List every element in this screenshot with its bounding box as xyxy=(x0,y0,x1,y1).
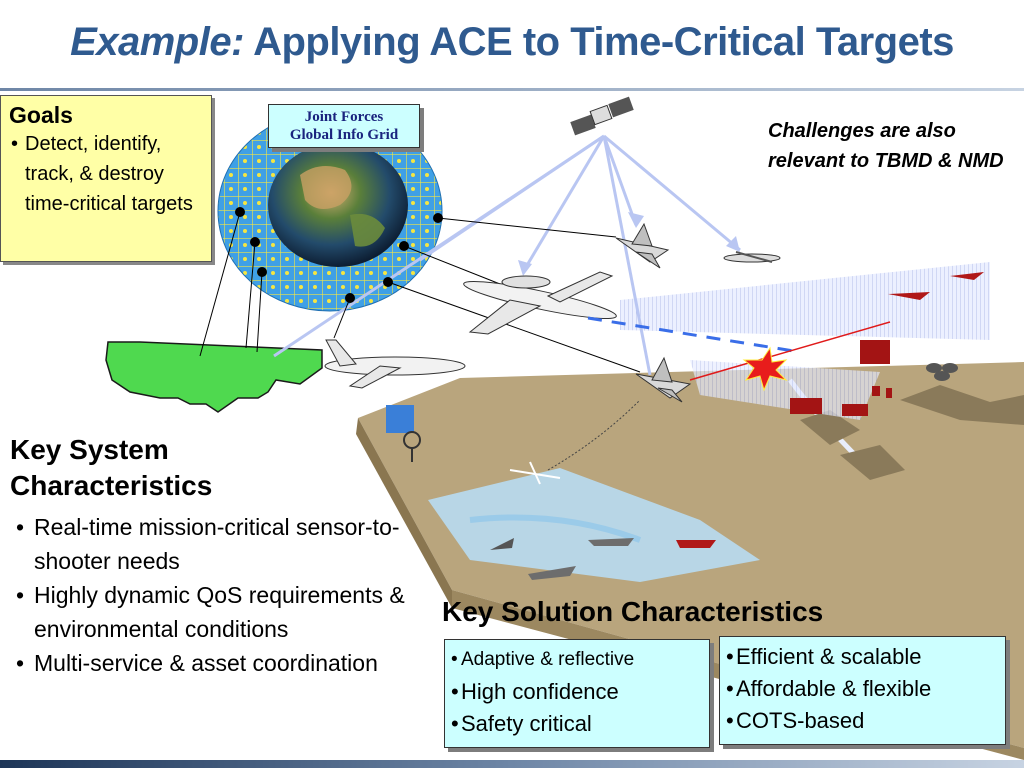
grid-label-line2: Global Info Grid xyxy=(289,127,399,143)
ground-links xyxy=(199,211,641,373)
page-title: Example: Applying ACE to Time-Critical T… xyxy=(0,20,1024,65)
solution-item: COTS-based xyxy=(726,705,999,737)
explosion-icon xyxy=(742,346,788,392)
radar-tower-icon xyxy=(386,405,421,462)
solution-item: Safety critical xyxy=(451,708,703,740)
tracking-line xyxy=(587,316,801,354)
solution-item: Adaptive & reflective xyxy=(451,644,703,676)
grid-label-line1: Joint Forces xyxy=(304,109,384,125)
ground-targets xyxy=(790,340,892,416)
fighter-jet-icon xyxy=(615,222,670,269)
key-system-item: Multi-service & asset coordination xyxy=(14,646,424,680)
footer-divider xyxy=(0,760,1024,768)
key-system-heading-line2: Characteristics xyxy=(10,470,213,501)
awacs-aircraft-icon xyxy=(463,271,617,335)
fuel-tanks xyxy=(926,363,958,381)
missile-trail xyxy=(547,399,641,471)
satellite-icon xyxy=(570,96,634,136)
solution-item: Affordable & flexible xyxy=(726,673,999,705)
link-nodes xyxy=(235,207,443,303)
naval-ships xyxy=(490,538,716,580)
comm-links xyxy=(273,134,741,376)
strike-fighter-icon xyxy=(635,356,692,403)
joint-forces-grid-label: Joint Forces Global Info Grid xyxy=(268,104,420,148)
goals-box: Goals Detect, identify, track, & destroy… xyxy=(0,95,212,262)
solution-box-right: Efficient & scalable Affordable & flexib… xyxy=(719,636,1006,745)
title-main: Applying ACE to Time-Critical Targets xyxy=(253,20,954,64)
airstrip xyxy=(509,461,561,485)
title-divider xyxy=(0,88,1024,91)
solution-box-left: Adaptive & reflective High confidence Sa… xyxy=(444,639,710,748)
solution-item: Efficient & scalable xyxy=(726,641,999,673)
solution-item: High confidence xyxy=(451,676,703,708)
key-system-heading: Key System Characteristics xyxy=(10,432,310,504)
targeting-beam xyxy=(690,360,880,420)
key-system-item: Real-time mission-critical sensor-to-sho… xyxy=(14,510,424,578)
goals-heading: Goals xyxy=(9,102,73,128)
title-prefix: Example: xyxy=(70,20,244,64)
uav-icon xyxy=(723,251,781,263)
challenges-note: Challenges are also relevant to TBMD & N… xyxy=(768,120,1004,172)
key-system-item: Highly dynamic QoS requirements & enviro… xyxy=(14,578,424,646)
link-arrowheads xyxy=(518,212,740,276)
radar-beam xyxy=(620,262,990,340)
key-system-heading-line1: Key System xyxy=(10,434,169,465)
key-system-list: Real-time mission-critical sensor-to-sho… xyxy=(14,510,424,680)
tanker-aircraft-icon xyxy=(324,339,466,389)
key-solution-heading: Key Solution Characteristics xyxy=(442,596,824,627)
goals-item: Detect, identify, track, & destroy time-… xyxy=(9,129,203,219)
targeting-line xyxy=(689,321,891,381)
us-map xyxy=(105,341,323,413)
enemy-aircraft-icon xyxy=(888,272,984,300)
